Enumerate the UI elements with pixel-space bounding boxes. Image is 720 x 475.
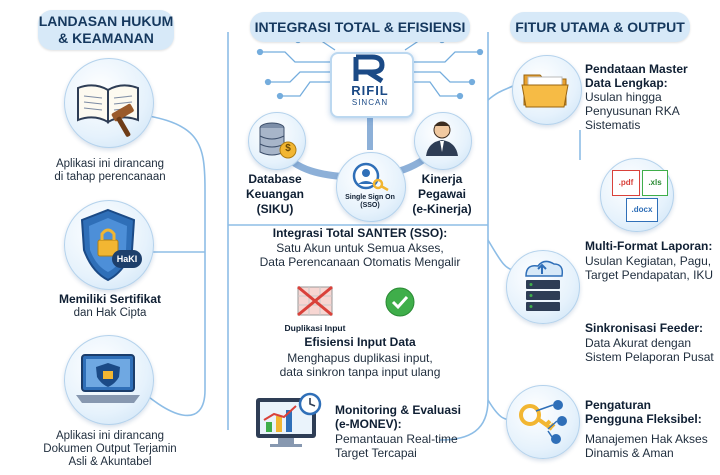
monitor-chart-icon bbox=[256, 392, 322, 447]
access-keys-icon bbox=[519, 400, 567, 444]
shield-lock-icon bbox=[80, 208, 136, 282]
xls-file-icon: .xls bbox=[642, 170, 668, 196]
docx-file-icon: .docx bbox=[626, 198, 658, 222]
header-integration: INTEGRASI TOTAL & EFISIENSI bbox=[250, 12, 470, 42]
header-features: FITUR UTAMA & OUTPUT bbox=[510, 12, 690, 42]
header-legal-security: LANDASAN HUKUM & KEAMANAN bbox=[38, 10, 174, 50]
monitoring-title: Monitoring & Evaluasi (e-MONEV): bbox=[335, 403, 462, 431]
feature2-description: Usulan Kegiatan, Pagu, Target Pendapatan… bbox=[585, 254, 714, 282]
legal-item1-text: Aplikasi ini dirancang di tahap perencan… bbox=[54, 158, 166, 183]
feature4-title: Pengaturan Pengguna Fleksibel: bbox=[585, 398, 702, 426]
cloud-server-icon bbox=[525, 260, 564, 311]
feature3-title: Sinkronisasi Feeder: bbox=[585, 321, 704, 335]
duplicate-label: Duplikasi Input bbox=[284, 323, 346, 333]
pdf-file-icon: .pdf bbox=[612, 170, 640, 196]
feature1-description: Usulan hingga Penyusunan RKA Sistematis bbox=[585, 90, 680, 132]
feature4-description: Manajemen Hak Akses Dinamis & Aman bbox=[585, 432, 708, 460]
app-logo bbox=[330, 52, 414, 118]
employee-icon bbox=[426, 121, 458, 156]
law-book-icon bbox=[77, 84, 139, 137]
haki-badge: HaKI bbox=[112, 250, 142, 268]
feature3-description: Data Akurat dengan Sistem Pelaporan Pusa… bbox=[585, 336, 714, 364]
check-icon bbox=[385, 287, 415, 317]
logo-mark-icon bbox=[353, 54, 385, 84]
legal-item2-title: Memiliki Sertifikat bbox=[58, 292, 162, 306]
db-coin-symbol: $ bbox=[285, 143, 291, 154]
logo-subname: SINCAN bbox=[351, 98, 389, 107]
logo-name: RIFIL bbox=[351, 83, 389, 98]
database-icon bbox=[259, 122, 297, 159]
legal-item3-text: Aplikasi ini dirancang Dokumen Output Te… bbox=[43, 430, 177, 468]
sso-title: Integrasi Total SANTER (SSO): bbox=[272, 226, 448, 240]
kinerja-label: Kinerja Pegawai (e-Kinerja) bbox=[412, 172, 472, 216]
efficiency-title: Efisiensi Input Data bbox=[304, 335, 416, 349]
laptop-lock-icon bbox=[76, 354, 140, 403]
monitoring-description: Pemantauan Real-time Target Tercapai bbox=[335, 432, 458, 460]
feature1-title: Pendataan Master Data Lengkap: bbox=[585, 62, 688, 90]
sso-user-key-icon bbox=[352, 162, 389, 192]
sso-description: Satu Akun untuk Semua Akses, Data Perenc… bbox=[259, 241, 461, 269]
db-label: Database Keuangan (SIKU) bbox=[245, 172, 304, 216]
feature2-title: Multi-Format Laporan: bbox=[585, 239, 713, 253]
efficiency-description: Menghapus duplikasi input, data sinkron … bbox=[279, 351, 441, 379]
sso-node-label: Single Sign On (SSO) bbox=[345, 194, 395, 209]
legal-item2-text: dan Hak Cipta bbox=[73, 307, 147, 319]
folder-icon bbox=[521, 74, 569, 108]
duplicate-crossed-icon bbox=[297, 285, 333, 317]
